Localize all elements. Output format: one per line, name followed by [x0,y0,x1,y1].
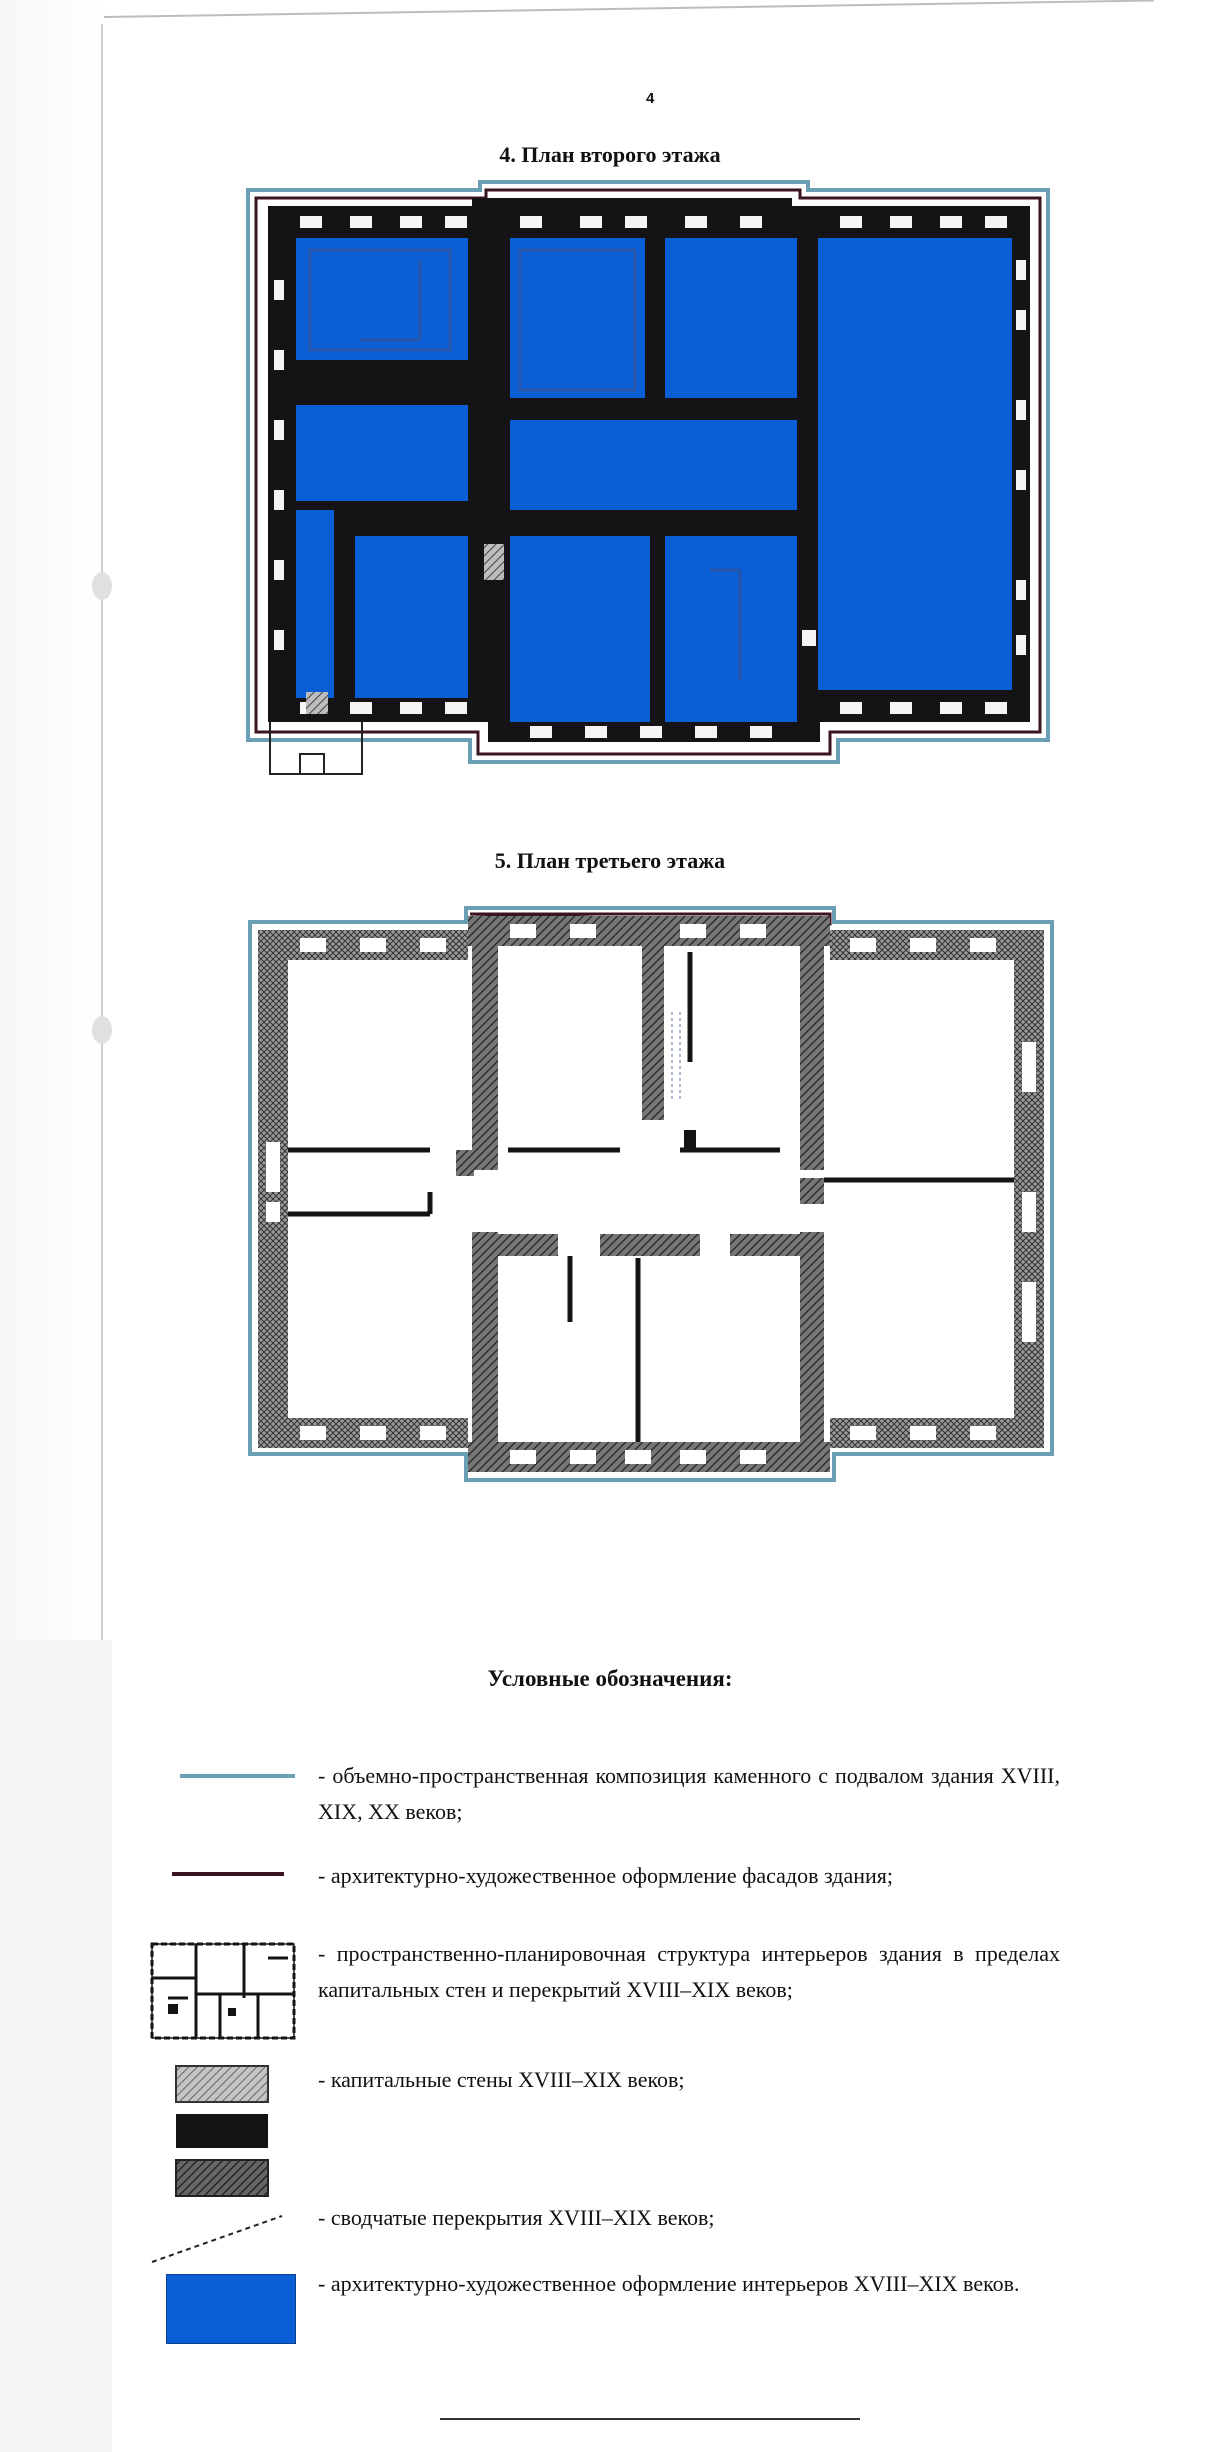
porch-step [299,753,325,775]
legend-title: Условные обозначения: [487,1666,733,1691]
punch-hole [92,572,112,600]
legend-symbol-capital-walls [175,2065,269,2197]
legend-item-vaulted-ceilings: - сводчатые перекрытия XVIII–XIX веков; [318,2205,715,2230]
bottom-rule [440,2418,860,2420]
page-number: 4 [646,90,655,107]
legend-item-interior-decoration: - архитектурно-художественное оформление… [318,2271,1020,2296]
partitions [288,952,1014,1442]
vaulted-ceiling-lines [671,1012,681,1102]
scan-edge [0,0,104,1640]
facade-outline [254,188,1042,756]
second-floor-plan [246,180,1050,775]
windows [266,924,1036,1464]
scan-top-line [103,0,1154,18]
interior-rooms [296,238,1012,722]
capital-walls [258,916,1044,1472]
composition-outline [246,180,1050,764]
legend-symbol-interior-decoration [166,2274,296,2344]
legend-item-facade: - архитектурно-художественное оформление… [318,1863,894,1888]
plan-title-third-floor: 5. План третьего этажа [494,848,726,873]
legend-symbol-mini-floorplan [150,1942,296,2040]
plan-title-second-floor: 4. План второго этажа [499,142,721,167]
third-floor-plan [248,906,1054,1482]
scan-margin-line [101,24,103,1640]
legend-symbol-vaulted-ceilings [151,2215,283,2263]
composition-outline [248,906,1054,1482]
legend-symbol-composition-line [180,1774,295,1778]
windows [274,216,1026,738]
punch-hole [92,1016,112,1044]
legend-symbol-facade-line [172,1872,284,1876]
legend-item-capital-walls: - капитальные стены XVIII–XIX веков; [318,2067,685,2092]
legend-item-interior-structure: - пространственно-планировочная структур… [318,1941,1060,2002]
scan-shadow [0,1640,112,2452]
legend-item-composition: - объемно-пространственная композиция ка… [318,1763,1060,1824]
